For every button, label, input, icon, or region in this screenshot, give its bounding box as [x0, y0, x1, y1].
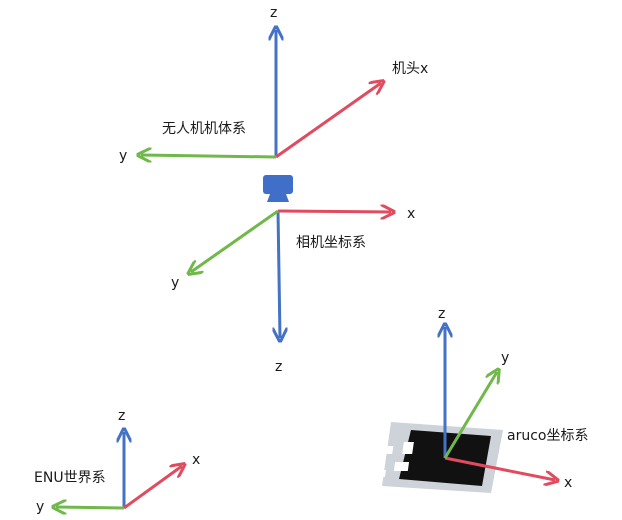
- drone-frame-name: 无人机机体系: [162, 121, 246, 137]
- camera-x-label: x: [407, 206, 415, 222]
- camera-frame-name: 相机坐标系: [296, 235, 366, 251]
- world-y-label: y: [36, 499, 44, 515]
- drone-x-label: 机头x: [392, 61, 428, 77]
- aruco-y-axis: [443, 372, 497, 459]
- camera-icon: [263, 175, 293, 202]
- aruco-marker-icon: [360, 422, 503, 493]
- world-frame-name: ENU世界系: [34, 470, 106, 486]
- aruco-x-axis: [444, 456, 555, 480]
- drone-x-axis: [275, 83, 381, 159]
- drone-y-axis: [141, 155, 277, 157]
- aruco-y-label: y: [501, 350, 509, 366]
- enu-world-frame: z x y ENU世界系: [34, 408, 200, 515]
- aruco-z-label: z: [438, 306, 445, 322]
- world-x-axis: [123, 466, 182, 510]
- world-z-label: z: [118, 408, 125, 424]
- camera-x-axis: [277, 211, 391, 212]
- aruco-frame-name: aruco坐标系: [507, 428, 588, 444]
- camera-z-label: z: [275, 359, 282, 375]
- world-x-label: x: [192, 452, 200, 468]
- camera-z-axis: [278, 210, 280, 338]
- camera-y-label: y: [171, 275, 179, 291]
- drone-body-frame: z 机头x y 无人机机体系: [119, 5, 428, 164]
- camera-frame: z x y 相机坐标系: [171, 206, 415, 375]
- drone-y-label: y: [119, 148, 127, 164]
- camera-y-axis: [191, 209, 279, 272]
- world-y-axis: [56, 507, 125, 508]
- aruco-x-label: x: [564, 475, 572, 491]
- drone-z-label: z: [270, 5, 277, 21]
- aruco-frame: z x y aruco坐标系: [438, 306, 588, 491]
